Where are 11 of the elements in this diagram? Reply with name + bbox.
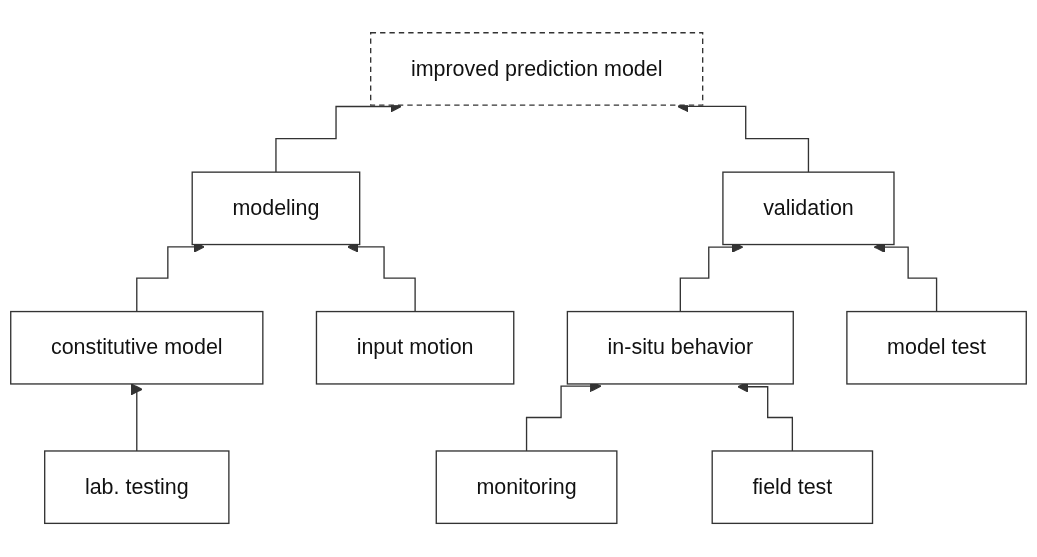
node-box: lab. testing: [44, 450, 230, 525]
node-box: field test: [711, 450, 874, 525]
node-box: monitoring: [435, 450, 618, 525]
arrow: [130, 383, 143, 453]
node-box: modeling: [191, 171, 361, 246]
node-box: model test: [846, 311, 1027, 386]
node-box: validation: [722, 171, 895, 246]
node-box: input motion: [315, 311, 515, 386]
node-box: in-situ behavior: [566, 311, 794, 386]
node-box: improved prediction model: [370, 32, 704, 107]
node-box: constitutive model: [10, 311, 264, 386]
